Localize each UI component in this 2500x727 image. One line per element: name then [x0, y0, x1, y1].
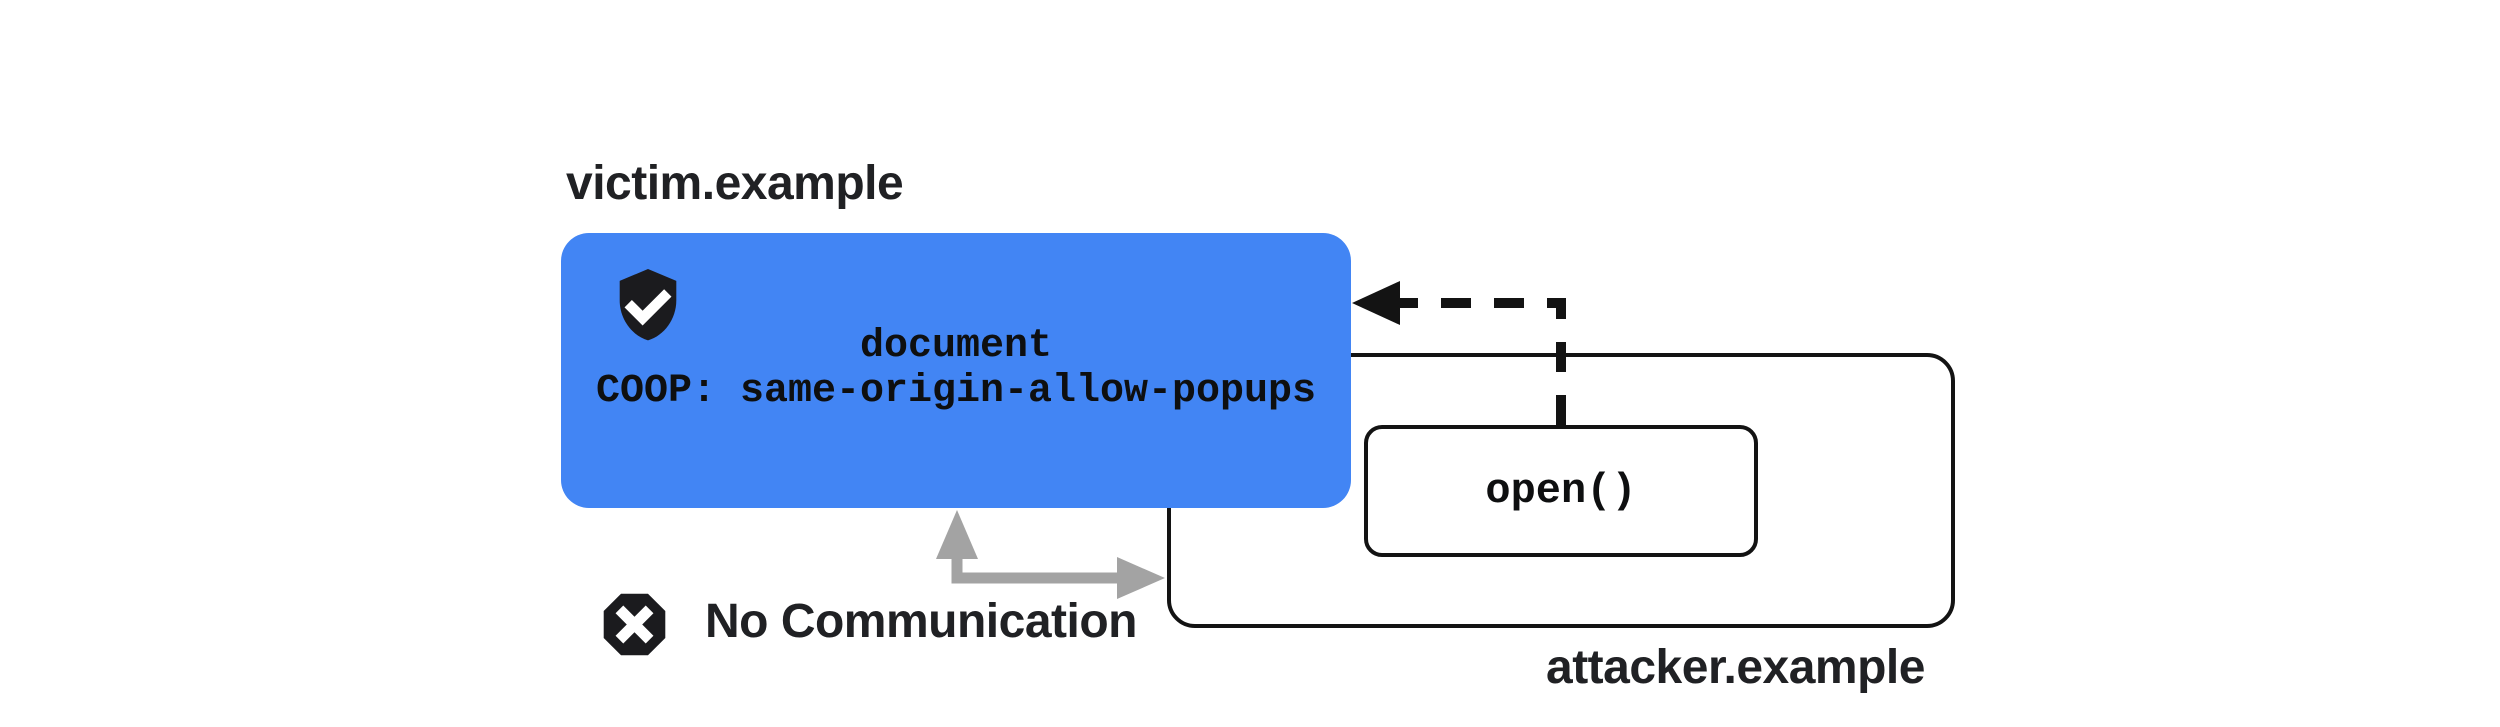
- victim-document-card: document COOP: same-origin-allow-popups: [561, 233, 1351, 508]
- x-octagon-icon: [603, 593, 666, 656]
- coop-header-line: COOP: same-origin-allow-popups: [595, 369, 1317, 414]
- no-communication-label: No Communication: [705, 595, 1138, 648]
- open-call-label: open(): [1485, 467, 1637, 515]
- shield-check-icon: [619, 269, 677, 341]
- document-line: document: [859, 324, 1053, 369]
- document-card-text: document COOP: same-origin-allow-popups: [561, 324, 1351, 414]
- attacker-domain-label: attacker.example: [1546, 641, 1925, 694]
- blocked-communication-arrow: [936, 510, 1165, 599]
- open-call-box: open(): [1364, 425, 1758, 557]
- gray-arrowhead-up: [936, 510, 978, 559]
- victim-domain-label: victim.example: [566, 157, 904, 210]
- gray-arrowhead-right: [1117, 557, 1165, 599]
- dashed-arrowhead-left: [1352, 281, 1400, 325]
